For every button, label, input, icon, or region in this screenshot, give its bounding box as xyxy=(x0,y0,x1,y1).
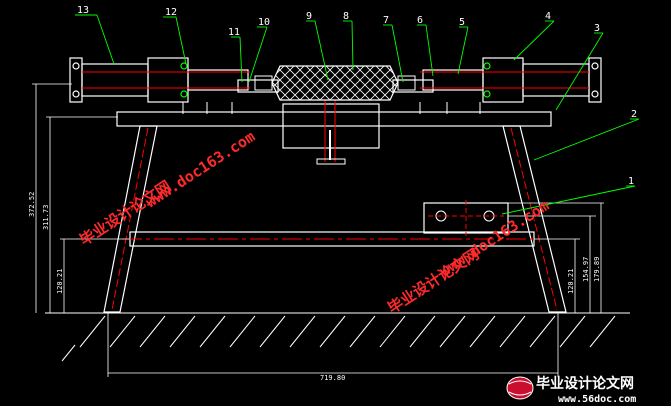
part-label-9: 9 xyxy=(306,11,312,22)
footer-watermark: 毕业设计论文网 www.56doc.com xyxy=(506,375,636,405)
part-label-5: 5 xyxy=(459,17,465,28)
part-label-10: 10 xyxy=(258,17,270,28)
logo-globe-icon xyxy=(506,376,534,400)
ground-hatch xyxy=(45,312,630,362)
part-label-6: 6 xyxy=(417,15,423,26)
workpiece-roller xyxy=(254,65,416,101)
center-body xyxy=(282,100,380,165)
dim-height-rail-right: 120.21 xyxy=(567,269,575,294)
part-label-7: 7 xyxy=(383,15,389,26)
dimension-lines xyxy=(32,83,604,377)
watermark-overlay: www.doc163.com 毕业设计论文网 www.doc163.com 毕业… xyxy=(76,127,552,317)
part-label-1: 1 xyxy=(628,176,634,187)
dimension-texts: 372.52 311.73 120.21 120.21 154.97 179.8… xyxy=(28,192,601,382)
dim-height-block: 154.97 xyxy=(582,257,590,282)
footer-url-text: www.56doc.com xyxy=(558,394,636,405)
dim-overall-width: 719.80 xyxy=(320,374,345,382)
dim-height-rail-left: 120.21 xyxy=(56,269,64,294)
mounting-block xyxy=(423,200,509,236)
part-label-13: 13 xyxy=(77,5,89,16)
part-label-8: 8 xyxy=(343,11,349,22)
part-label-12: 12 xyxy=(165,7,177,18)
part-label-3: 3 xyxy=(594,23,600,34)
top-plate xyxy=(116,111,552,127)
watermark-cn-2: 毕业设计论文网 xyxy=(384,245,482,317)
part-label-2: 2 xyxy=(631,109,637,120)
footer-cn-text: 毕业设计论文网 xyxy=(536,375,634,392)
dim-height-frame: 311.73 xyxy=(42,205,50,230)
part-labels: 13 12 11 10 9 8 7 6 5 4 3 2 1 xyxy=(77,5,637,187)
dim-height-block-top: 179.89 xyxy=(593,257,601,282)
mounting-bolts xyxy=(182,102,481,114)
right-cylinder xyxy=(392,57,602,103)
part-label-4: 4 xyxy=(545,11,551,22)
left-cylinder xyxy=(69,57,279,103)
dim-height-total: 372.52 xyxy=(28,192,36,217)
leader-lines xyxy=(75,14,640,215)
part-label-11: 11 xyxy=(228,27,240,38)
